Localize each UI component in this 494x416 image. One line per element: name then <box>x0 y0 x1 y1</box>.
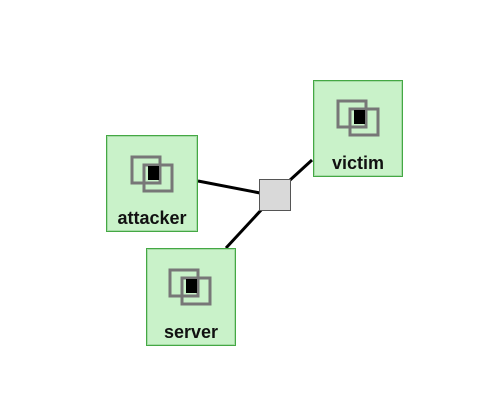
link-server-hub <box>224 206 265 250</box>
node-server[interactable]: server <box>146 248 236 346</box>
node-label: victim <box>331 153 385 173</box>
node-label: server <box>163 322 219 342</box>
computer-icon <box>168 268 212 306</box>
link-victim-hub <box>287 158 314 183</box>
computer-icon <box>130 155 174 193</box>
computer-icon <box>336 99 380 137</box>
node-victim[interactable]: victim <box>313 80 403 177</box>
link-attacker-hub <box>197 179 261 195</box>
switch-icon[interactable] <box>259 179 291 211</box>
node-attacker[interactable]: attacker <box>106 135 198 232</box>
node-label: attacker <box>117 208 187 228</box>
